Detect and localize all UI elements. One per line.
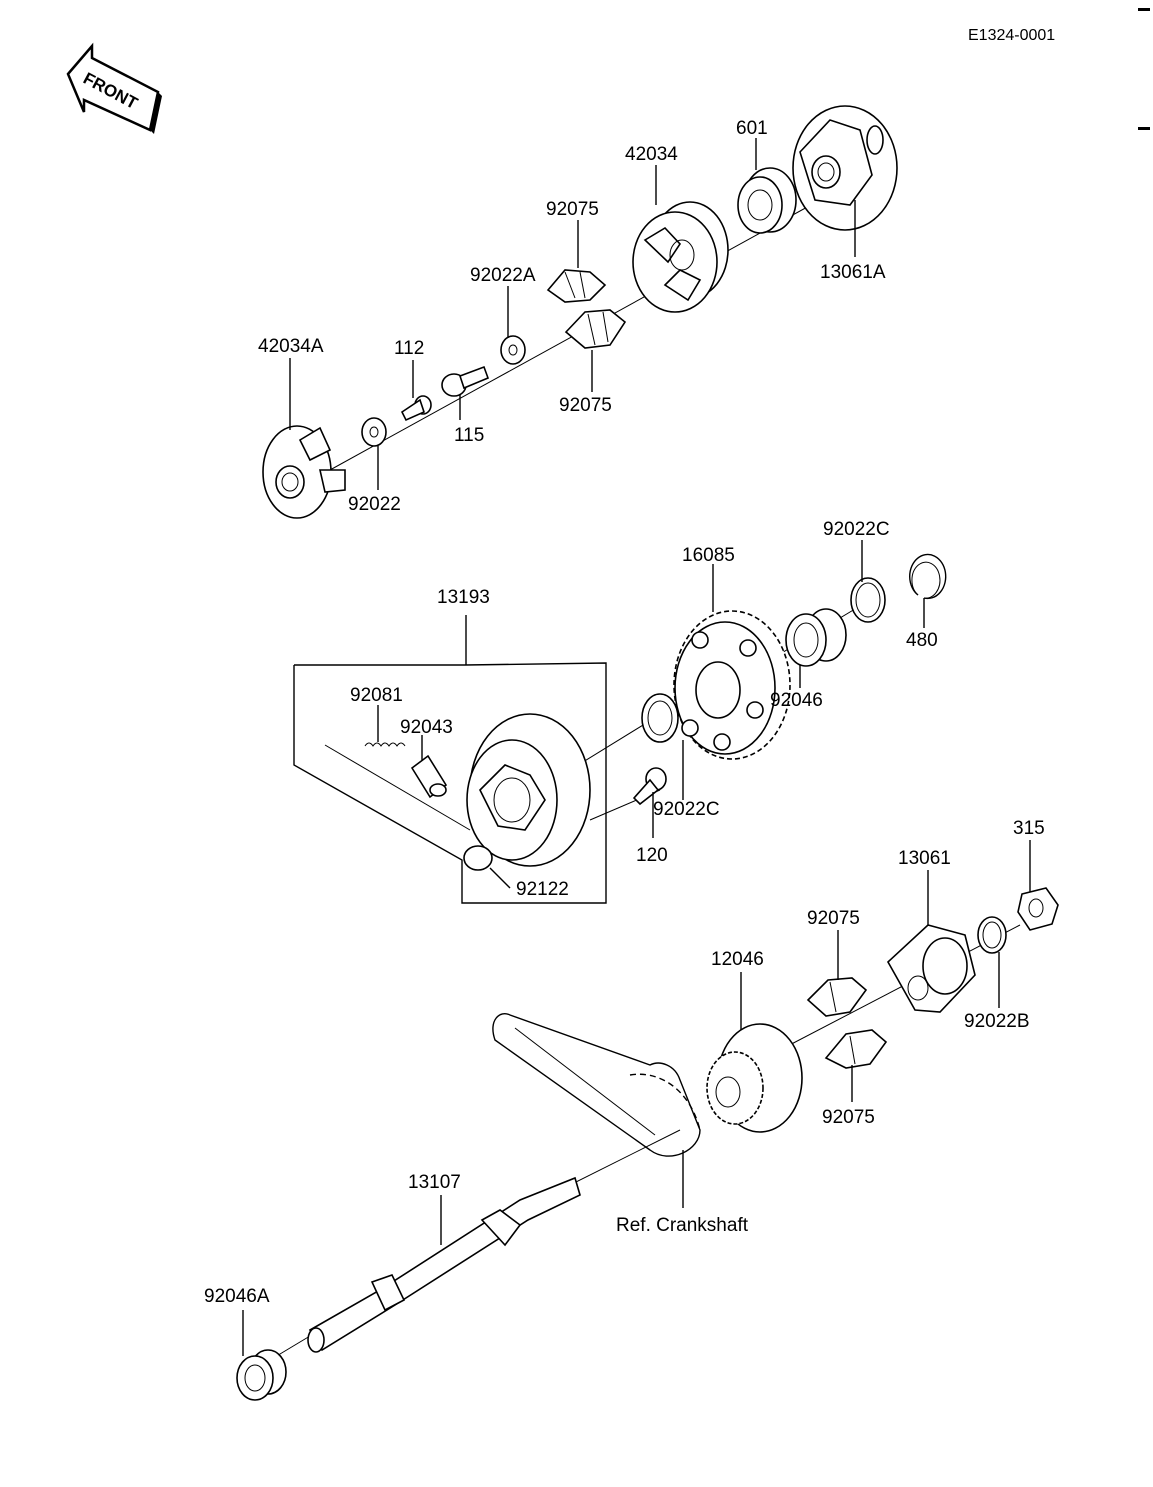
label-601: 601 [736,118,768,139]
part-12046 [706,1023,803,1133]
part-92075-mid [564,309,627,349]
margin-mark-top [1138,8,1150,11]
label-92043: 92043 [400,717,453,738]
label-92022: 92022 [348,494,401,515]
part-16085 [673,610,791,760]
label-92046A: 92046A [204,1286,270,1307]
label-92075-low1: 92075 [807,908,860,929]
label-120: 120 [636,845,668,866]
part-clutch-body [466,713,591,867]
label-92075-mid: 92075 [559,395,612,416]
label-92081: 92081 [350,685,403,706]
label-92022C-top: 92022C [823,519,890,540]
part-13061 [886,924,976,1013]
part-315 [1017,887,1059,931]
part-92022B [977,916,1007,954]
label-92122: 92122 [516,879,569,900]
part-120 [632,767,667,806]
label-13107: 13107 [408,1172,461,1193]
label-115: 115 [454,425,484,446]
label-315: 315 [1013,818,1045,839]
part-92075-low1 [806,977,868,1017]
diagram-code: E1324-0001 [968,27,1055,44]
part-92122 [463,845,493,871]
label-480: 480 [906,630,938,651]
part-42034 [632,201,729,313]
label-92075-low2: 92075 [822,1107,875,1128]
label-92022C-mid: 92022C [653,799,720,820]
label-92075-top: 92075 [546,199,599,220]
part-92075-top [546,269,607,303]
part-chain [492,1013,701,1157]
part-92043 [410,754,448,799]
part-115 [441,365,490,397]
label-42034A: 42034A [258,336,324,357]
label-92046: 92046 [770,690,823,711]
label-16085: 16085 [682,545,735,566]
part-92046A [236,1349,287,1401]
part-92081 [324,742,471,831]
frame-13193 [293,662,607,904]
leader-92122 [489,867,511,889]
part-601 [737,167,797,234]
part-92022 [361,417,387,447]
label-12046: 12046 [711,949,764,970]
part-92022C-mid [641,693,679,743]
part-42034A [262,425,346,519]
label-ref-crankshaft: Ref. Crankshaft [616,1215,749,1236]
margin-mark-mid [1138,127,1150,130]
part-13061A [792,105,898,231]
label-13061: 13061 [898,848,951,869]
label-13061A: 13061A [820,262,886,283]
label-42034: 42034 [625,144,678,165]
part-92075-low2 [824,1029,888,1069]
part-92022C-top [850,577,886,623]
part-112 [400,395,432,422]
front-arrow-icon: FRONT [66,42,162,134]
label-112: 112 [394,338,424,359]
label-92022A: 92022A [470,265,536,286]
part-92046 [785,608,847,667]
label-13193: 13193 [437,587,490,608]
part-92022A [500,335,526,365]
part-13107 [307,1176,581,1353]
label-92022B: 92022B [964,1011,1030,1032]
part-480 [909,553,947,600]
